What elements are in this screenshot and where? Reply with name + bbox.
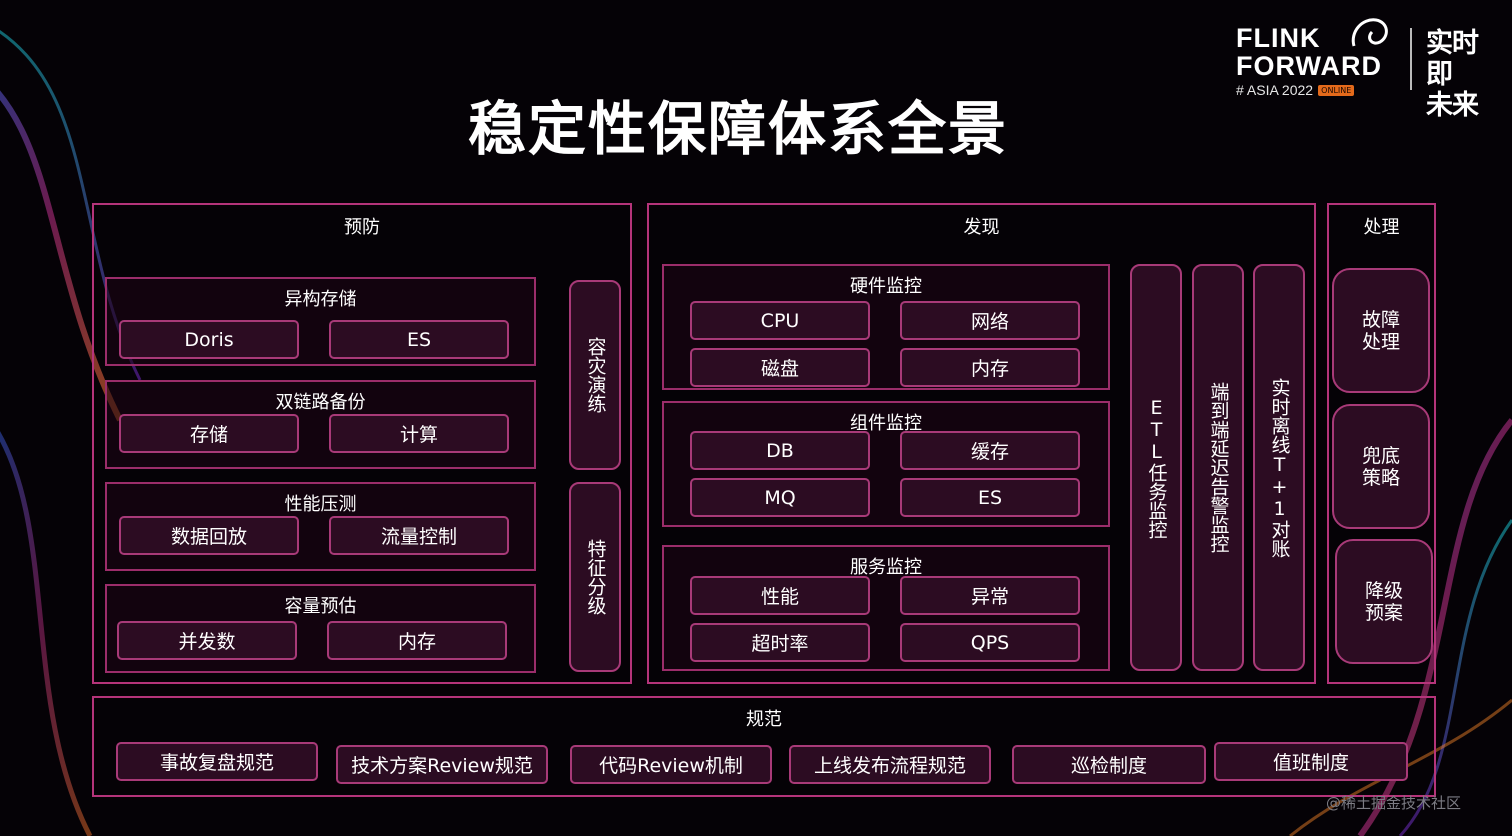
chip-disk: 磁盘 xyxy=(690,348,870,387)
norms-panel: 规范 xyxy=(92,696,1436,797)
handling-title: 处理 xyxy=(1363,217,1400,238)
group-title: 容量预估 xyxy=(284,596,357,617)
handling-panel: 处理 xyxy=(1327,203,1436,684)
flink-forward-logo: FLINK FORWARD # ASIA 2022 ONLINE xyxy=(1236,24,1406,99)
chip-db: DB xyxy=(690,431,870,470)
squirrel-logo-icon xyxy=(1351,18,1388,47)
norms-title: 规范 xyxy=(746,709,782,730)
chip-label: 特征分级 xyxy=(584,539,607,615)
chip-qps: QPS xyxy=(900,623,1080,662)
chip-label: ETL任务监控 xyxy=(1145,396,1168,539)
chip-release-process-norm: 上线发布流程规范 xyxy=(789,745,991,784)
chip-degradation-plan: 降级 预案 xyxy=(1335,539,1433,664)
chip-cache: 缓存 xyxy=(900,431,1080,470)
chip-label: 实时离线T+1对账 xyxy=(1268,377,1291,558)
chip-es: ES xyxy=(900,478,1080,517)
chip-disaster-drill: 容灾演练 xyxy=(569,280,621,470)
chip-realtime-offline-reconcile: 实时离线T+1对账 xyxy=(1253,264,1305,671)
chip-inspection-system: 巡检制度 xyxy=(1012,745,1206,784)
group-title: 性能压测 xyxy=(284,494,357,515)
slogan: 实时即 未来 xyxy=(1426,28,1496,121)
chip-mq: MQ xyxy=(690,478,870,517)
chip-etl-task-monitoring: ETL任务监控 xyxy=(1130,264,1182,671)
chip-memory: 内存 xyxy=(900,348,1080,387)
online-badge: ONLINE xyxy=(1318,85,1355,96)
chip-label: 端到端延迟告警监控 xyxy=(1207,382,1230,553)
prevention-panel: 预防 xyxy=(92,203,632,684)
prevention-title: 预防 xyxy=(344,217,380,238)
discovery-title: 发现 xyxy=(963,217,1000,238)
chip-exception: 异常 xyxy=(900,576,1080,615)
chip-cpu: CPU xyxy=(690,301,870,340)
chip-e2e-latency-alert: 端到端延迟告警监控 xyxy=(1192,264,1244,671)
chip-es: ES xyxy=(329,320,509,359)
slogan-bottom: 未来 xyxy=(1426,90,1479,121)
chip-traffic-control: 流量控制 xyxy=(329,516,509,555)
chip-tech-design-review-norm: 技术方案Review规范 xyxy=(336,745,548,784)
logo-line2: FORWARD xyxy=(1236,51,1382,81)
chip-fault-handling: 故障 处理 xyxy=(1332,268,1430,393)
chip-data-replay: 数据回放 xyxy=(119,516,299,555)
chip-on-duty-system: 值班制度 xyxy=(1214,742,1408,781)
group-title: 双链路备份 xyxy=(275,392,366,413)
chip-memory: 内存 xyxy=(327,621,507,660)
group-title: 异构存储 xyxy=(284,289,357,310)
chip-doris: Doris xyxy=(119,320,299,359)
logo-subtitle: # ASIA 2022 xyxy=(1236,82,1314,98)
group-title: 服务监控 xyxy=(850,557,922,578)
chip-network: 网络 xyxy=(900,301,1080,340)
discovery-panel: 发现 xyxy=(647,203,1316,684)
logo-line1: FLINK xyxy=(1236,23,1321,53)
chip-timeout-rate: 超时率 xyxy=(690,623,870,662)
chip-storage: 存储 xyxy=(119,414,299,453)
watermark: @稀土掘金技术社区 xyxy=(1326,794,1462,812)
group-title: 硬件监控 xyxy=(850,276,922,297)
chip-compute: 计算 xyxy=(329,414,509,453)
chip-incident-review-norm: 事故复盘规范 xyxy=(116,742,318,781)
chip-performance: 性能 xyxy=(690,576,870,615)
chip-fallback-strategy: 兜底 策略 xyxy=(1332,404,1430,529)
group-title: 组件监控 xyxy=(850,413,922,434)
chip-code-review-mechanism: 代码Review机制 xyxy=(570,745,772,784)
chip-feature-grading: 特征分级 xyxy=(569,482,621,672)
logo-divider xyxy=(1410,28,1412,90)
chip-concurrency: 并发数 xyxy=(117,621,297,660)
page-title: 稳定性保障体系全景 xyxy=(467,95,1008,163)
chip-label: 容灾演练 xyxy=(584,337,607,413)
slogan-top: 实时即 xyxy=(1426,28,1479,90)
